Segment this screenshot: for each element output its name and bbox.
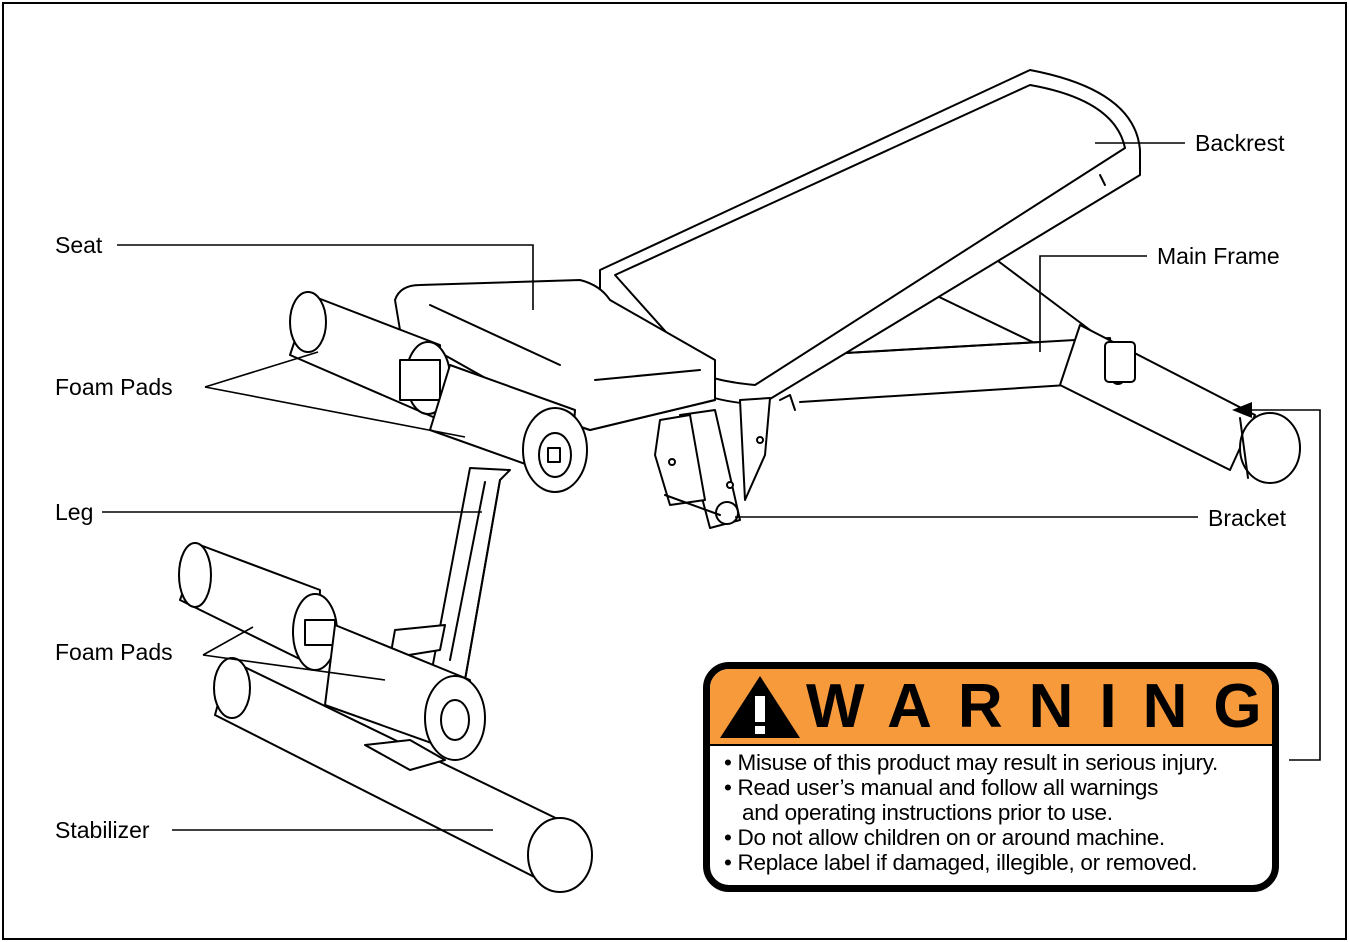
warning-line: • Misuse of this product may result in s… <box>724 750 1218 775</box>
label-stabilizer: Stabilizer <box>55 817 150 843</box>
stabilizer <box>213 657 593 893</box>
label-backrest: Backrest <box>1195 130 1285 156</box>
warning-label: WARNING • Misuse of this product may res… <box>703 662 1279 892</box>
warning-label-leader <box>1245 409 1321 761</box>
seat-leader <box>117 244 534 310</box>
label-leg: Leg <box>55 499 94 525</box>
label-bracket: Bracket <box>1208 505 1286 531</box>
leg <box>389 467 511 681</box>
warning-line: and operating instructions prior to use. <box>742 800 1113 825</box>
foam-pads-upper-leader-a <box>204 351 319 388</box>
warning-label-arrowhead <box>1232 402 1252 418</box>
foam-pads-upper-leader-b <box>204 386 466 438</box>
label-foam-pads-lower: Foam Pads <box>55 639 173 665</box>
main-frame-leader <box>1039 255 1147 352</box>
warning-text: • Misuse of this product may result in s… <box>710 746 1272 875</box>
seat <box>394 279 716 431</box>
warning-title: WARNING <box>806 671 1279 741</box>
warning-triangle-icon <box>720 675 800 738</box>
upper-foam-pads <box>289 291 588 493</box>
bracket <box>654 394 796 529</box>
foam-pads-lower-leader-a <box>202 626 254 656</box>
warning-line: • Replace label if damaged, illegible, o… <box>724 850 1198 875</box>
warning-line: • Do not allow children on or around mac… <box>724 825 1165 850</box>
label-foam-pads-upper: Foam Pads <box>55 374 173 400</box>
warning-line: • Read user’s manual and follow all warn… <box>724 775 1159 800</box>
label-main-frame: Main Frame <box>1157 243 1280 269</box>
warning-header: WARNING <box>710 669 1272 746</box>
foam-pads-lower-leader-b <box>202 654 386 681</box>
label-seat: Seat <box>55 232 103 258</box>
lower-foam-pads <box>178 542 486 761</box>
main-frame <box>735 250 1301 484</box>
